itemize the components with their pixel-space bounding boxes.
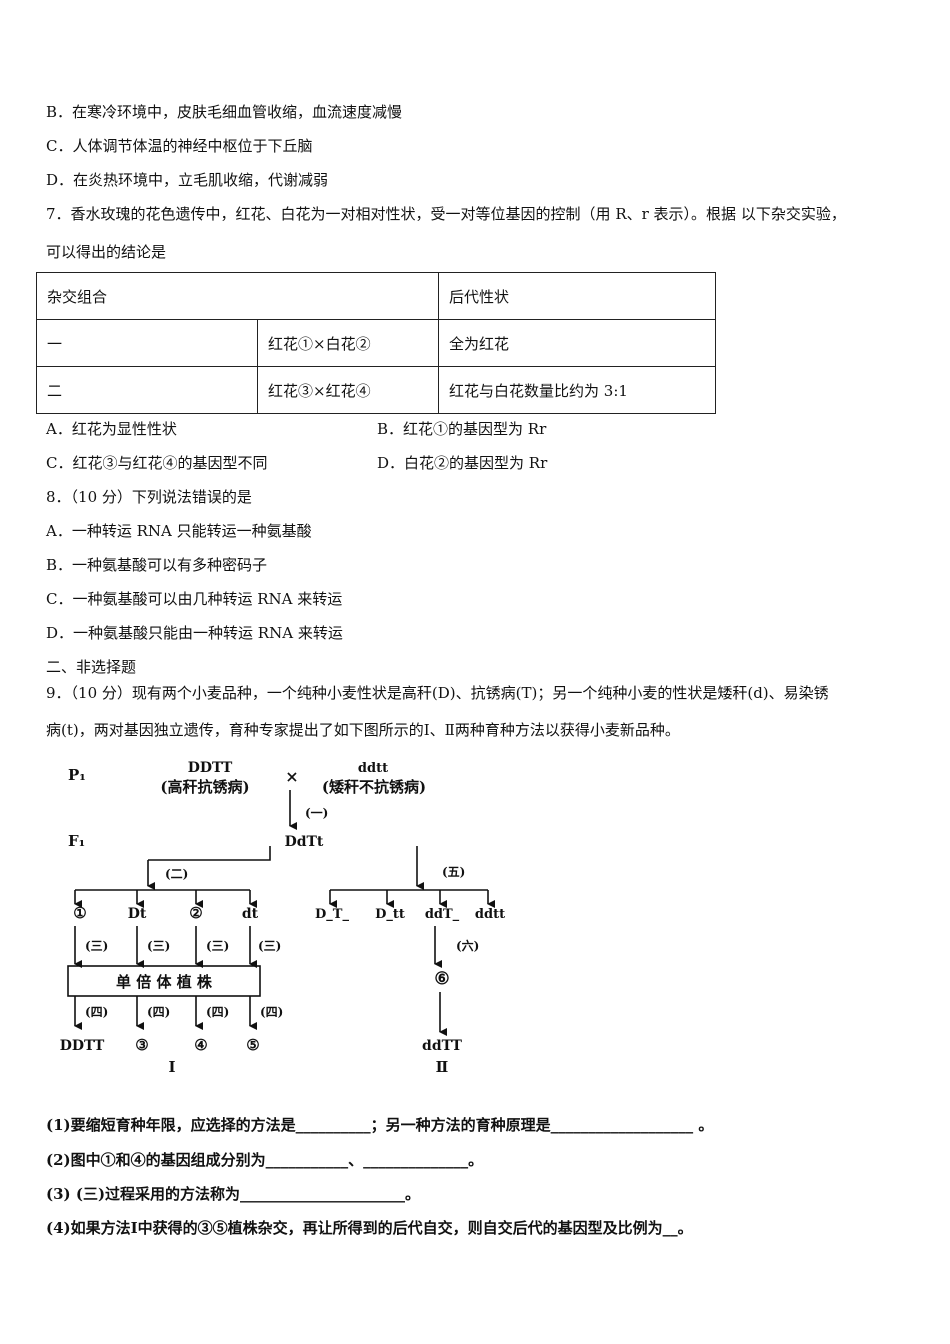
step5-label: (五)	[442, 865, 465, 879]
table-header-row: 杂交组合 后代性状	[36, 272, 716, 320]
offspring-ddT_: ddT_	[425, 907, 460, 922]
step2-label: (二)	[165, 867, 188, 881]
cross-table: 杂交组合 后代性状 一 红花①×白花② 全为红花 二 红花③×红花④ 红花与白花…	[36, 272, 716, 414]
q6-option-b: B．在寒冷环境中，皮肤毛细血管收缩，血流速度减慢	[46, 103, 403, 121]
table-row: 二 红花③×红花④ 红花与白花数量比约为 3:1	[36, 366, 716, 414]
q7-option-b: B．红花①的基因型为 Rr	[377, 420, 547, 438]
parent2-genotype: ddtt	[358, 761, 388, 776]
method-1-label: Ⅰ	[168, 1058, 175, 1076]
step3-label: (三)	[258, 939, 281, 953]
table-cell: 红花与白花数量比约为 3:1	[438, 366, 716, 414]
q9-stem-line1: 9．（10 分）现有两个小麦品种，一个纯种小麦性状是高秆(D)、抗锈病(T)；另…	[46, 684, 829, 702]
q9-stem-line2: 病(t)，两对基因独立遗传，育种专家提出了如下图所示的Ⅰ、Ⅱ两种育种方法以获得小…	[46, 721, 680, 739]
table-header-offspring: 后代性状	[438, 272, 716, 320]
step4-label: (四)	[147, 1005, 170, 1019]
node-6: ⑥	[434, 969, 449, 989]
q7-stem-line2: 可以得出的结论是	[46, 243, 167, 261]
step1-label: (一)	[305, 806, 328, 820]
step3-label: (三)	[147, 939, 170, 953]
table-cell: 红花①×白花②	[257, 319, 439, 367]
final-ddTT: ddTT	[422, 1038, 462, 1054]
q6-option-d: D．在炎热环境中，立毛肌收缩，代谢减弱	[46, 171, 329, 189]
result-4: ④	[194, 1036, 207, 1054]
p1-label: P₁	[68, 766, 86, 784]
table-cell: 一	[36, 319, 258, 367]
haploid-box-label: 单 倍 体 植 株	[116, 973, 213, 991]
table-cell: 全为红花	[438, 319, 716, 367]
q6-option-c: C．人体调节体温的神经中枢位于下丘脑	[46, 137, 313, 155]
step6-label: (六)	[456, 938, 479, 953]
q7-option-c: C．红花③与红花④的基因型不同	[46, 454, 268, 472]
table-cell: 红花③×红花④	[257, 366, 439, 414]
table-header-cross: 杂交组合	[36, 272, 439, 320]
q9-subq-3: (3) (三)过程采用的方法称为______________________。	[46, 1185, 421, 1203]
gamete-dt: dt	[242, 906, 259, 922]
method-2-label: Ⅱ	[436, 1058, 449, 1076]
q7-stem-line1: 7．香水玫瑰的花色遗传中，红花、白花为一对相对性状，受一对等位基因的控制（用 R…	[46, 205, 846, 223]
q8-option-b: B．一种氨基酸可以有多种密码子	[46, 556, 268, 574]
q8-option-d: D．一种氨基酸只能由一种转运 RNA 来转运	[46, 624, 343, 642]
gamete-2: ②	[189, 904, 202, 922]
offspring-D_tt: D_tt	[375, 907, 405, 922]
gamete-Dt: Dt	[128, 906, 147, 922]
branch-left-connector	[148, 846, 271, 861]
result-3: ③	[135, 1036, 148, 1054]
q9-subq-4: (4)如果方法Ⅰ中获得的③⑤植株杂交，再让所得到的后代自交，则自交后代的基因型及…	[46, 1219, 693, 1237]
breeding-diagram: P₁ DDTT (高秆抗锈病) × ddtt (矮秆不抗锈病) (一) F₁ D…	[60, 760, 505, 1076]
f1-genotype: DdTt	[285, 834, 324, 850]
section-heading: 二、非选择题	[46, 658, 137, 676]
gamete-1: ①	[73, 904, 86, 922]
step4-label: (四)	[260, 1005, 283, 1019]
offspring-D_T_: D_T_	[315, 907, 349, 922]
q9-subq-1: (1)要缩短育种年限，应选择的方法是__________；另一种方法的育种原理是…	[46, 1116, 714, 1134]
step4-label: (四)	[206, 1005, 229, 1019]
table-cell: 二	[36, 366, 258, 414]
step3-label: (三)	[206, 939, 229, 953]
q7-option-d: D．白花②的基因型为 Rr	[377, 454, 548, 472]
q8-option-a: A．一种转运 RNA 只能转运一种氨基酸	[46, 522, 312, 540]
haploid-box	[67, 965, 261, 997]
q8-stem: 8．（10 分）下列说法错误的是	[46, 488, 252, 506]
q9-subq-2: (2)图中①和④的基因组成分别为___________、____________…	[46, 1151, 484, 1169]
step4-label: (四)	[85, 1005, 108, 1019]
cross-symbol: ×	[285, 767, 298, 786]
table-row: 一 红花①×白花② 全为红花	[36, 319, 716, 367]
f1-label: F₁	[68, 832, 85, 850]
q7-option-a: A．红花为显性性状	[46, 420, 177, 438]
result-DDTT: DDTT	[60, 1038, 105, 1054]
parent1-trait: (高秆抗锈病)	[160, 778, 249, 796]
q8-option-c: C．一种氨基酸可以由几种转运 RNA 来转运	[46, 590, 343, 608]
result-5: ⑤	[246, 1036, 259, 1054]
offspring-ddtt: ddtt	[475, 907, 505, 922]
step3-label: (三)	[85, 939, 108, 953]
parent1-genotype: DDTT	[188, 760, 233, 776]
parent2-trait: (矮秆不抗锈病)	[322, 778, 426, 796]
